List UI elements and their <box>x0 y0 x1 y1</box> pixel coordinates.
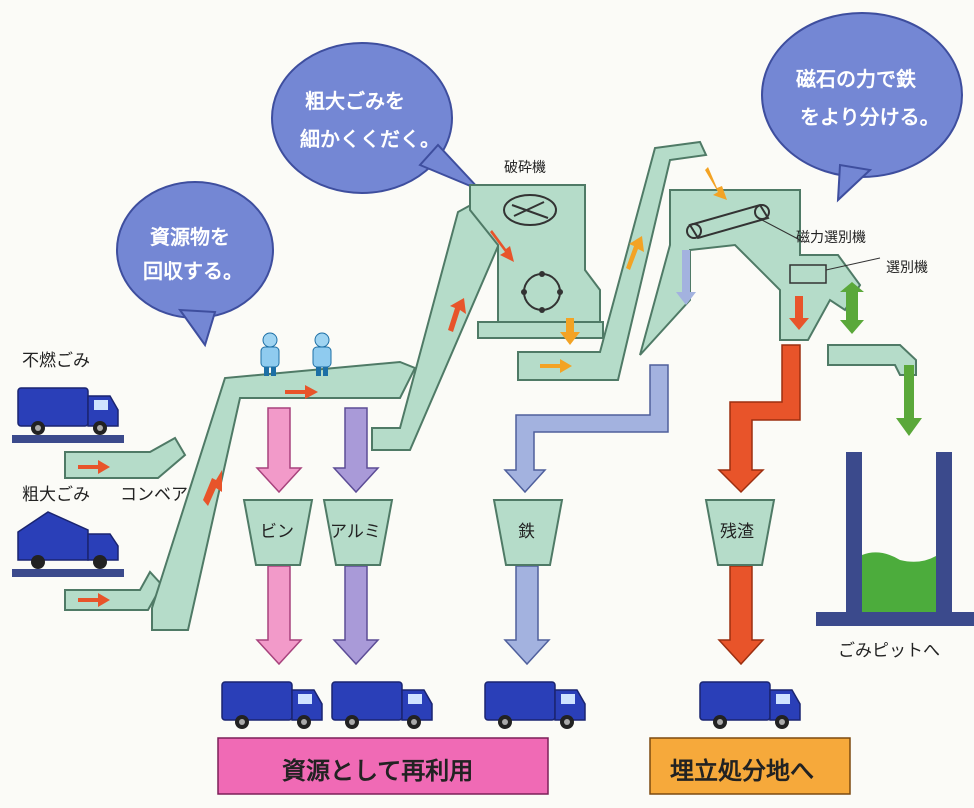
truck-nonburnable <box>12 387 124 443</box>
label-conveyor: コンベア <box>120 485 188 505</box>
bin-iron: 鉄 <box>492 499 564 566</box>
crusher-machine <box>469 184 604 345</box>
bubble-crush-line1: 粗大ごみを <box>305 89 405 113</box>
bin-iron-label: 鉄 <box>518 522 535 542</box>
bin-aluminum: アルミ <box>322 499 394 566</box>
chute-to-pit <box>827 344 922 436</box>
label-separator: 選別機 <box>886 260 928 276</box>
conveyor-to-magnet <box>517 140 708 381</box>
conveyor-incline <box>151 360 417 631</box>
bubble-crush: 粗大ごみを 細かくくだく。 <box>271 42 481 194</box>
truck-bulky <box>12 511 124 577</box>
bubble-crush-line2: 細かくくだく。 <box>300 127 440 151</box>
label-bulky: 粗大ごみ <box>22 485 90 505</box>
bubble-collect-line2: 回収する。 <box>143 259 243 283</box>
truck-out-iron <box>484 681 586 730</box>
label-crusher: 破砕機 <box>504 160 546 176</box>
truck-out-bottle <box>221 681 323 730</box>
arrow-residue <box>717 344 801 666</box>
bin-aluminum-label: アルミ <box>330 522 381 542</box>
label-nonburnable: 不燃ごみ <box>22 351 90 371</box>
chute-nonburnable <box>64 436 187 479</box>
truck-out-aluminum <box>331 681 433 730</box>
magnetic-separator <box>639 167 881 356</box>
bin-residue-label: 残渣 <box>720 522 754 542</box>
worker-1 <box>260 332 280 377</box>
destination-reuse-label: 資源として再利用 <box>282 757 473 785</box>
bubble-magnet-line1: 磁石の力で鉄 <box>796 67 916 91</box>
garbage-pit <box>816 452 974 626</box>
bin-residue: 残渣 <box>704 499 776 566</box>
chute-bulky <box>64 570 164 611</box>
label-pit: ごみピットへ <box>838 641 940 661</box>
truck-out-residue <box>699 681 801 730</box>
bubble-collect: 資源物を 回収する。 <box>116 181 274 348</box>
destination-landfill: 埋立処分地へ <box>649 737 851 795</box>
bin-bottle-label: ビン <box>260 522 294 542</box>
bubble-magnet-line2: をより分ける。 <box>800 105 940 129</box>
bubble-magnet: 磁石の力で鉄 をより分ける。 <box>761 12 963 203</box>
bin-bottle: ビン <box>242 499 314 566</box>
label-magnetic-separator: 磁力選別機 <box>796 230 866 246</box>
arrow-bottle <box>255 407 303 666</box>
destination-landfill-label: 埋立処分地へ <box>670 757 814 785</box>
destination-reuse: 資源として再利用 <box>217 737 549 795</box>
arrow-iron <box>503 364 669 666</box>
bubble-collect-line1: 資源物を <box>150 225 230 249</box>
arrow-aluminum <box>332 407 380 666</box>
